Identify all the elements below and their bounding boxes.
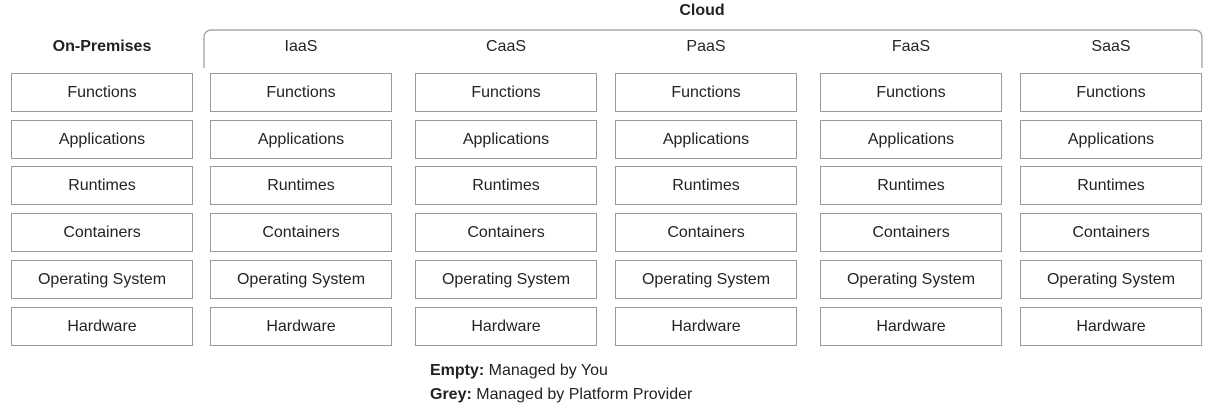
- layer-box-faas-hardware: Hardware: [820, 307, 1002, 346]
- layer-box-on-premises-functions: Functions: [11, 73, 193, 112]
- layer-box-iaas-applications: Applications: [210, 120, 392, 159]
- cloud-bracket: [203, 29, 1203, 68]
- column-header-paas: PaaS: [686, 38, 726, 55]
- layer-box-paas-hardware: Hardware: [615, 307, 797, 346]
- layer-box-iaas-containers: Containers: [210, 213, 392, 252]
- legend-empty-key: Empty:: [430, 362, 485, 379]
- layer-box-on-premises-containers: Containers: [11, 213, 193, 252]
- layer-box-on-premises-applications: Applications: [11, 120, 193, 159]
- layer-box-saas-containers: Containers: [1020, 213, 1202, 252]
- layer-box-iaas-hardware: Hardware: [210, 307, 392, 346]
- column-header-on-premises: On-Premises: [52, 38, 152, 55]
- layer-box-caas-hardware: Hardware: [415, 307, 597, 346]
- layer-box-paas-applications: Applications: [615, 120, 797, 159]
- layer-box-faas-operating-system: Operating System: [820, 260, 1002, 299]
- layer-box-saas-hardware: Hardware: [1020, 307, 1202, 346]
- layer-box-iaas-runtimes: Runtimes: [210, 166, 392, 205]
- layer-box-saas-functions: Functions: [1020, 73, 1202, 112]
- layer-box-saas-applications: Applications: [1020, 120, 1202, 159]
- layer-box-on-premises-operating-system: Operating System: [11, 260, 193, 299]
- layer-box-faas-containers: Containers: [820, 213, 1002, 252]
- layer-box-saas-operating-system: Operating System: [1020, 260, 1202, 299]
- layer-box-faas-applications: Applications: [820, 120, 1002, 159]
- layer-box-saas-runtimes: Runtimes: [1020, 166, 1202, 205]
- layer-box-paas-functions: Functions: [615, 73, 797, 112]
- legend-empty: Empty: Managed by You: [430, 362, 608, 380]
- column-header-faas: FaaS: [891, 38, 931, 55]
- layer-box-caas-applications: Applications: [415, 120, 597, 159]
- layer-box-caas-runtimes: Runtimes: [415, 166, 597, 205]
- cloud-title: Cloud: [679, 2, 725, 19]
- legend-empty-text: Managed by You: [484, 362, 608, 379]
- layer-box-caas-functions: Functions: [415, 73, 597, 112]
- layer-box-iaas-functions: Functions: [210, 73, 392, 112]
- layer-box-paas-operating-system: Operating System: [615, 260, 797, 299]
- legend-grey: Grey: Managed by Platform Provider: [430, 386, 692, 404]
- layer-box-on-premises-runtimes: Runtimes: [11, 166, 193, 205]
- column-header-iaas: IaaS: [284, 38, 318, 55]
- layer-box-paas-runtimes: Runtimes: [615, 166, 797, 205]
- legend-grey-text: Managed by Platform Provider: [471, 386, 693, 403]
- layer-box-caas-containers: Containers: [415, 213, 597, 252]
- layer-box-faas-runtimes: Runtimes: [820, 166, 1002, 205]
- column-header-saas: SaaS: [1091, 38, 1131, 55]
- layer-box-faas-functions: Functions: [820, 73, 1002, 112]
- column-header-caas: CaaS: [485, 38, 527, 55]
- layer-box-on-premises-hardware: Hardware: [11, 307, 193, 346]
- layer-box-paas-containers: Containers: [615, 213, 797, 252]
- layer-box-caas-operating-system: Operating System: [415, 260, 597, 299]
- legend-grey-key: Grey:: [430, 386, 472, 403]
- layer-box-iaas-operating-system: Operating System: [210, 260, 392, 299]
